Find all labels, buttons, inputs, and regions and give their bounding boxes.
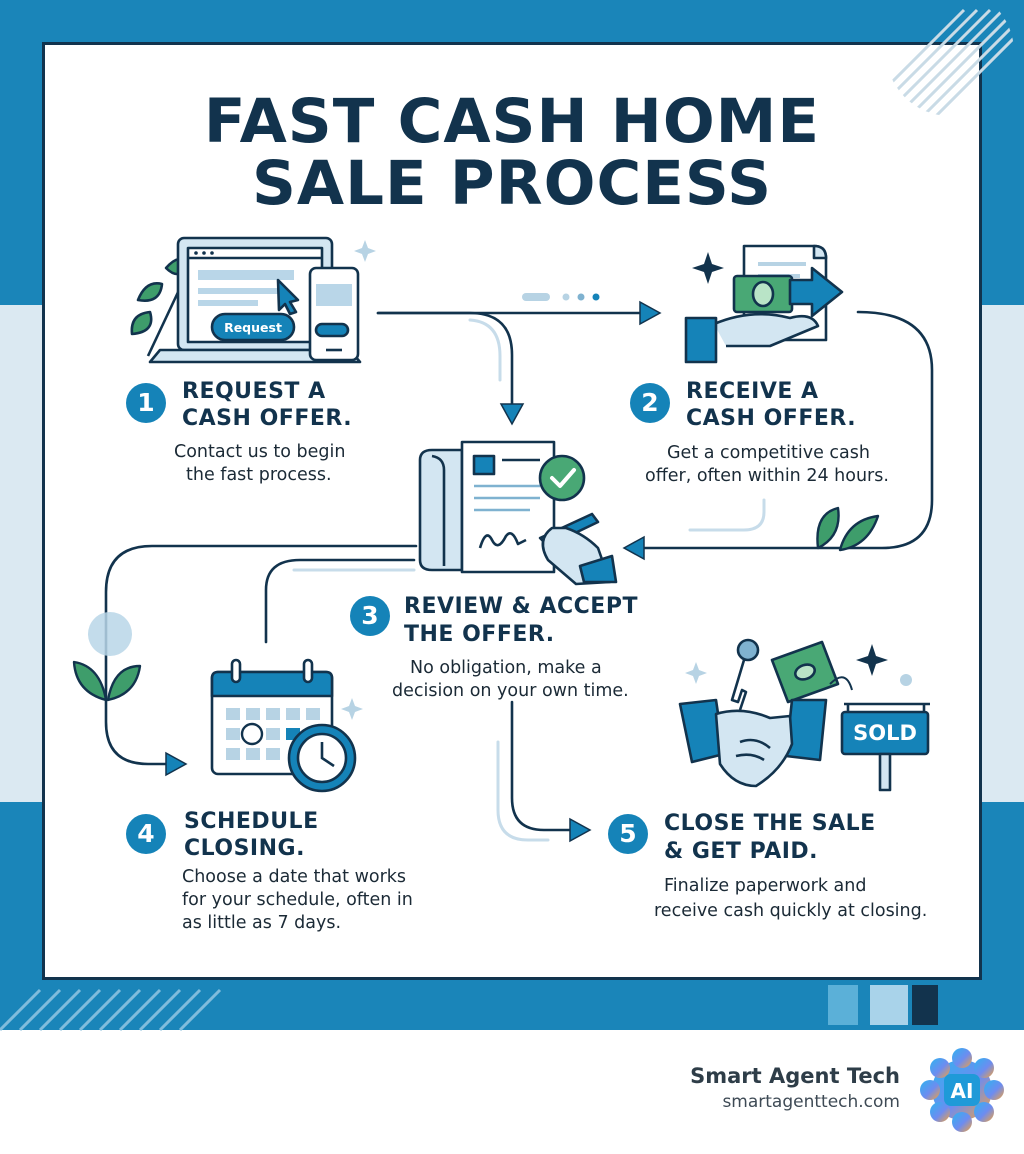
step-4-number: 4 (126, 814, 166, 854)
step-1-number: 1 (126, 383, 166, 423)
brand-url: smartagenttech.com (722, 1092, 900, 1112)
step-5-desc-line-2: receive cash quickly at closing. (654, 901, 928, 921)
step-4-desc-line-1: Choose a date that works (182, 867, 407, 887)
step-1-heading-line-2: CASH OFFER. (182, 406, 353, 431)
step-2-desc-line-1: Get a competitive cash (667, 443, 870, 463)
sold-sign-label: SOLD (853, 721, 917, 745)
request-button-label: Request (224, 320, 282, 335)
step-3-number: 3 (350, 596, 390, 636)
step-1-heading-line-1: REQUEST A (182, 379, 326, 404)
step-5-desc-line-1: Finalize paperwork and (664, 876, 867, 896)
step-5-heading-line-1: CLOSE THE SALE (664, 811, 876, 836)
step-2-heading-line-2: CASH OFFER. (686, 406, 857, 431)
step-5-number: 5 (608, 814, 648, 854)
step-3-heading-line-1: REVIEW & ACCEPT (404, 594, 638, 619)
step-4-desc-line-3: as little as 7 days. (182, 913, 342, 933)
step-2-desc-line-2: offer, often within 24 hours. (645, 466, 889, 486)
ai-logo-text: AI (951, 1079, 974, 1103)
step-4-desc-line-2: for your schedule, often in (182, 890, 413, 910)
title-line-2: SALE PROCESS (251, 148, 772, 219)
step-1-desc-line-1: Contact us to begin (174, 442, 346, 462)
step-3-desc-line-1: No obligation, make a (410, 658, 602, 678)
step-2-number: 2 (630, 383, 670, 423)
title-line-1: FAST CASH HOME (203, 86, 821, 157)
step-2-heading-line-1: RECEIVE A (686, 379, 819, 404)
step-5-heading-line-2: & GET PAID. (664, 839, 819, 864)
step-3-desc-line-2: decision on your own time. (392, 681, 629, 701)
step-1-desc-line-2: the fast process. (186, 465, 332, 485)
brand-name: Smart Agent Tech (690, 1064, 900, 1088)
step-3-heading-line-2: THE OFFER. (404, 622, 555, 647)
step-4-heading-line-1: SCHEDULE (184, 809, 319, 834)
step-4-heading-line-2: CLOSING. (184, 836, 305, 861)
